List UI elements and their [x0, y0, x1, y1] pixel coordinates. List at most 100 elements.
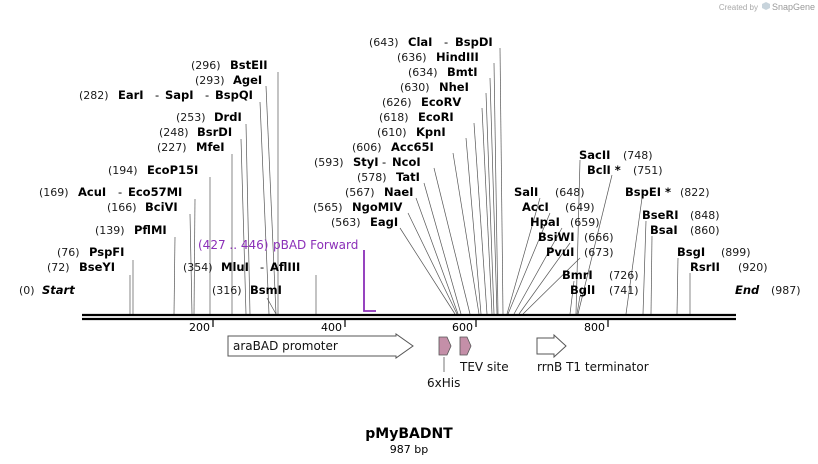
separator: -	[382, 155, 386, 169]
site-pos: (610)	[377, 126, 407, 139]
leader-bseri	[642, 220, 647, 315]
site-hpai[interactable]: HpaI (659)	[530, 215, 600, 229]
enzyme-name: BmrI	[562, 268, 593, 282]
site-sacii[interactable]: SacII (748)	[579, 148, 653, 162]
site-bsai[interactable]: BsaI (860)	[650, 223, 720, 237]
leader-hindiii	[493, 62, 499, 315]
start-label: Start	[42, 283, 75, 297]
separator: -	[205, 88, 209, 102]
site-pos: (618)	[379, 111, 409, 124]
site-pos: (659)	[570, 216, 600, 229]
site-pos: (169)	[39, 186, 69, 199]
enzyme-name: HpaI	[530, 215, 560, 229]
site-bsiwi[interactable]: BsiWI (666)	[538, 230, 614, 244]
site-bmri[interactable]: BmrI (726)	[562, 268, 639, 282]
feature-tev-site[interactable]: TEV site	[459, 336, 509, 374]
feature-arrow	[536, 333, 567, 359]
site-sali[interactable]: SalI (648)	[514, 185, 585, 199]
site-acci[interactable]: AccI (649)	[522, 200, 595, 214]
site-mfei[interactable]: (227) MfeI	[157, 140, 225, 154]
enzyme-name: Acc65I	[391, 140, 434, 154]
feature-arrow	[227, 333, 414, 359]
site-ngomiv[interactable]: (565) NgoMIV	[313, 200, 402, 214]
site-bcli[interactable]: BclI * (751)	[587, 163, 663, 177]
leader-eagi	[399, 227, 456, 315]
feature-rrnb-t1-terminator[interactable]: rrnB T1 terminator	[536, 333, 649, 374]
leader-ecori	[473, 122, 488, 315]
site-acc65i[interactable]: (606) Acc65I	[352, 140, 434, 154]
restriction-sites[interactable]: (296) BstEII (293) AgeI (282) EarI - Sap…	[39, 35, 768, 297]
site-pos: (751)	[633, 164, 663, 177]
site-bsmi[interactable]: (316) BsmI	[212, 283, 282, 297]
leader-pflmi	[173, 236, 176, 315]
primer-pbad-forward[interactable]: (427 .. 446) pBAD Forward	[198, 238, 376, 312]
site-kpni[interactable]: (610) KpnI	[377, 125, 446, 139]
leader-bsiwi	[518, 242, 571, 315]
site-pspfi[interactable]: (76) PspFI	[57, 245, 124, 259]
leader-pvui	[522, 257, 581, 315]
enzyme-name: PspFI	[89, 245, 124, 259]
site-pos: (673)	[584, 246, 614, 259]
site-styi[interactable]: (593) StyI - NcoI	[314, 155, 421, 169]
feature-arabad-promoter[interactable]: araBAD promoter	[227, 333, 414, 359]
site-eari[interactable]: (282) EarI - SapI - BspQI	[79, 88, 253, 102]
site-pflmi[interactable]: (139) PflMI	[95, 223, 167, 237]
site-pos: (860)	[690, 224, 720, 237]
enzyme-name: AgeI	[233, 73, 262, 87]
site-pos: (76)	[57, 246, 80, 259]
site-pos: (649)	[565, 201, 595, 214]
site-rsrii[interactable]: RsrII (920)	[690, 260, 768, 274]
enzyme-name: AflIII	[270, 260, 300, 274]
site-bmti[interactable]: (634) BmtI	[408, 65, 478, 79]
site-pos: (634)	[408, 66, 438, 79]
enzyme-name: MfeI	[196, 140, 225, 154]
enzyme-name: PflMI	[134, 223, 167, 237]
tick-label-600: 600	[452, 321, 473, 334]
site-bseri[interactable]: BseRI (848)	[642, 208, 720, 222]
feature-6xhis[interactable]: 6xHis	[427, 336, 460, 390]
site-ecop15i[interactable]: (194) EcoP15I	[108, 163, 198, 177]
features-track[interactable]: araBAD promoter 6xHis TEV site rrnB T1 t…	[227, 333, 649, 390]
site-pos: (636)	[397, 51, 427, 64]
leader-clai	[499, 47, 504, 315]
site-acui[interactable]: (169) AcuI - Eco57MI	[39, 185, 182, 199]
enzyme-name: BspEI *	[625, 185, 671, 199]
site-bgli[interactable]: BglI (741)	[570, 283, 639, 297]
site-pos: (248)	[159, 126, 189, 139]
site-pvui[interactable]: PvuI (673)	[546, 245, 614, 259]
site-pos: (626)	[382, 96, 412, 109]
watermark-brand: SnapGene	[772, 2, 815, 12]
site-pos: (567)	[345, 186, 375, 199]
site-bsgi[interactable]: BsgI (899)	[677, 245, 751, 259]
site-ecorv[interactable]: (626) EcoRV	[382, 95, 461, 109]
primer-label: pBAD Forward	[273, 238, 358, 252]
site-tati[interactable]: (578) TatI	[357, 170, 420, 184]
leader-bsmi	[266, 297, 277, 315]
enzyme-name: DrdI	[214, 110, 242, 124]
site-bsteii[interactable]: (296) BstEII	[191, 58, 268, 72]
site-pos: (666)	[584, 231, 614, 244]
site-eagi[interactable]: (563) EagI	[331, 215, 398, 229]
leader-bcli	[577, 174, 613, 315]
site-ecori[interactable]: (618) EcoRI	[379, 110, 454, 124]
enzyme-name: BsmI	[250, 283, 282, 297]
site-bcivi[interactable]: (166) BciVI	[107, 200, 178, 214]
site-nhei[interactable]: (630) NheI	[400, 80, 469, 94]
site-clai[interactable]: (643) ClaI - BspDI	[369, 35, 493, 49]
enzyme-name: AccI	[522, 200, 549, 214]
site-bspei[interactable]: BspEI * (822)	[625, 185, 710, 199]
site-mlui[interactable]: (354) MluI - AflIII	[183, 260, 300, 274]
site-agei[interactable]: (293) AgeI	[195, 73, 262, 87]
site-bsrdi[interactable]: (248) BsrDI	[159, 125, 232, 139]
site-pos: (899)	[721, 246, 751, 259]
site-drdi[interactable]: (253) DrdI	[176, 110, 242, 124]
enzyme-name: BsgI	[677, 245, 705, 259]
site-hindiii[interactable]: (636) HindIII	[397, 50, 479, 64]
sequence-ends: (0) Start End (987)	[19, 283, 801, 297]
site-bseyi[interactable]: (72) BseYI	[47, 260, 115, 274]
enzyme-name: SacII	[579, 148, 610, 162]
enzyme-name: EcoP15I	[147, 163, 198, 177]
site-naei[interactable]: (567) NaeI	[345, 185, 413, 199]
site-pos: (593)	[314, 156, 344, 169]
leader-acci	[507, 212, 551, 315]
